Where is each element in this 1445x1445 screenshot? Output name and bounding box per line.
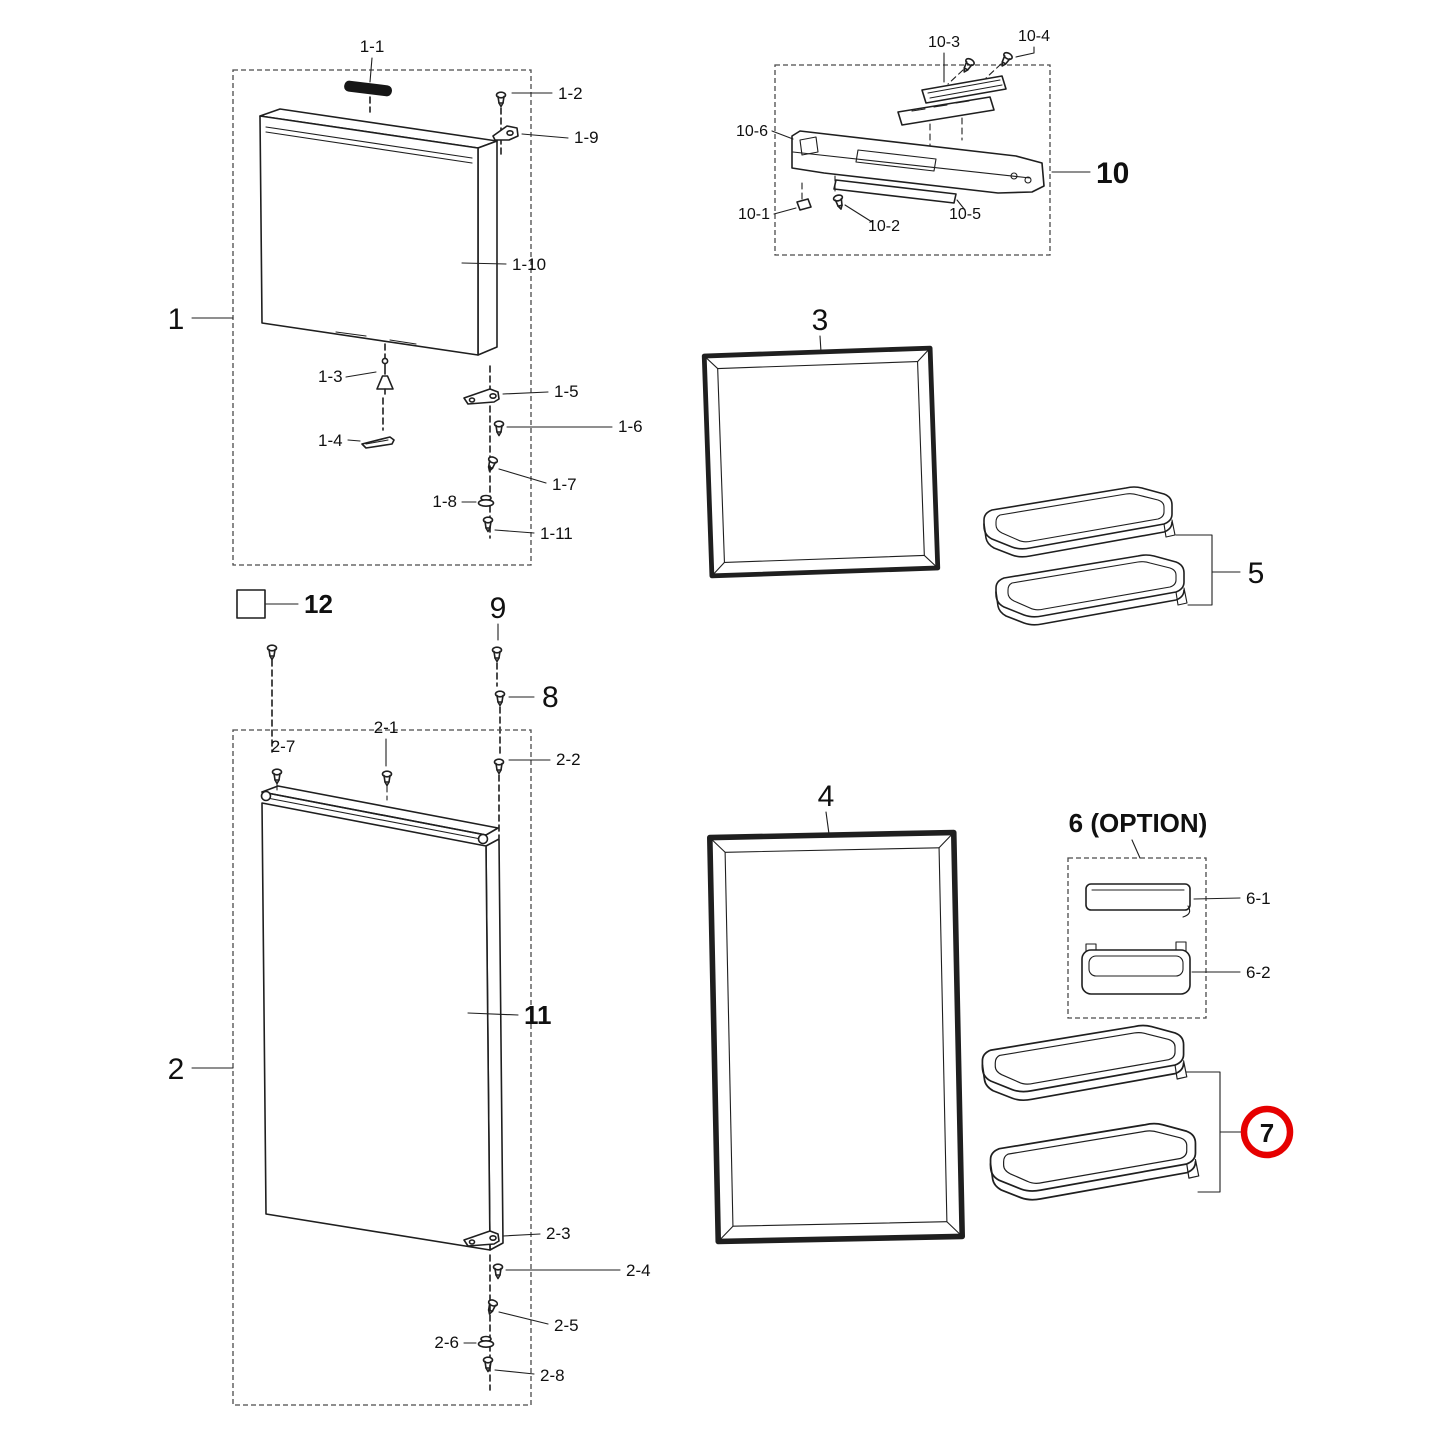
callout-10-3: 10-3: [928, 34, 960, 51]
callout-1-7: 1-7: [552, 475, 577, 494]
part-10-display-board: [897, 96, 995, 147]
door-bin: [995, 554, 1188, 626]
part-2-6-grommet: [477, 1335, 495, 1348]
callout-3: 3: [812, 304, 829, 337]
part-10-1-clip: [796, 198, 812, 211]
callout-1-6: 1-6: [618, 417, 643, 436]
callout-1-3: 1-3: [318, 367, 343, 386]
part-6-1-cover: [1085, 883, 1191, 918]
callout-1-8: 1-8: [432, 492, 457, 511]
callout-6-2: 6-2: [1246, 963, 1271, 982]
callout-2-4: 2-4: [626, 1261, 651, 1280]
callout-7: 7: [1260, 1118, 1274, 1148]
part-2-7-screw: [271, 768, 283, 785]
callout-2-2: 2-2: [556, 750, 581, 769]
part-8-group: 8: [494, 681, 559, 757]
callout-1-11: 1-11: [540, 524, 573, 543]
part-6-2-bin: [1081, 941, 1191, 995]
part-2-4-screw: [492, 1263, 504, 1280]
part-1-1-handle-cap: [344, 80, 392, 97]
part-1-2-screw: [495, 91, 507, 108]
callout-2: 2: [168, 1053, 185, 1086]
assembly-6-boundary: [1067, 857, 1207, 1019]
part-9-group: 9: [490, 592, 507, 687]
callout-2-5: 2-5: [554, 1316, 579, 1335]
part-12-cap: [236, 589, 266, 619]
callout-2-8: 2-8: [540, 1366, 565, 1385]
part-1-7-screw: [484, 455, 499, 474]
callout-2-6: 2-6: [434, 1333, 459, 1352]
callout-2-3: 2-3: [546, 1224, 571, 1243]
assembly-10-boundary: [774, 64, 1051, 256]
callout-2-1: 2-1: [374, 718, 399, 737]
callout-1-1: 1-1: [360, 37, 385, 56]
callout-6-1: 6-1: [1246, 889, 1271, 908]
callout-1-5: 1-5: [554, 382, 579, 401]
part-9-screw: [491, 646, 503, 663]
part-12-screw: [266, 644, 278, 661]
callout-2-7: 2-7: [271, 737, 296, 756]
door-bin: [989, 1122, 1200, 1201]
callout-9: 9: [490, 592, 507, 625]
callout-8: 8: [542, 681, 559, 714]
part-1-5-hinge: [463, 388, 500, 405]
door-bin: [983, 486, 1176, 558]
fridge-door-drawing: [260, 785, 504, 1251]
callout-1-9: 1-9: [574, 128, 599, 147]
part-10-screw-b: [997, 50, 1015, 70]
bins-5: 5: [983, 486, 1265, 626]
part-2-2-screw: [493, 758, 505, 775]
callout-10-2: 10-2: [868, 218, 900, 235]
assembly-6-option: 6 (OPTION) 6-1 6-2: [1067, 808, 1271, 1019]
bins-7: 7: [981, 1024, 1294, 1201]
part-1-8-grommet: [477, 494, 495, 508]
part-1-4-clip: [361, 436, 395, 449]
part-10-3-grille: [921, 75, 1007, 104]
callout-6: 6 (OPTION): [1069, 808, 1208, 838]
part-10-screw-a: [959, 56, 977, 76]
part-10-6-cover: [791, 130, 1045, 194]
door-bin: [981, 1024, 1188, 1102]
callout-11: 11: [524, 1000, 552, 1030]
callout-10-6: 10-6: [736, 123, 768, 140]
callout-1-10: 1-10: [512, 255, 546, 274]
part-10-2-screw: [832, 193, 847, 212]
callout-1-2: 1-2: [558, 84, 583, 103]
part-2-5-screw: [484, 1298, 499, 1317]
part-2-8-screw: [482, 1356, 494, 1373]
gasket-4: [706, 829, 966, 1245]
part-2-1-screw: [381, 770, 393, 787]
assembly-1-freezer-door: 1-1 1-2 1-9 1-10 1 1-3 1-4 1-5 1-6: [168, 37, 643, 566]
callout-1-4: 1-4: [318, 431, 343, 450]
callout-5: 5: [1248, 557, 1265, 590]
callout-10-4: 10-4: [1018, 28, 1050, 45]
part-1-9-bracket: [492, 125, 519, 141]
callout-10: 10: [1096, 157, 1129, 190]
callout-12: 12: [304, 589, 333, 619]
part-1-6-screw: [493, 420, 505, 437]
part-1-3-pin: [376, 357, 394, 395]
callout-1: 1: [168, 303, 185, 336]
callout-10-1: 10-1: [738, 206, 770, 223]
callout-10-5: 10-5: [949, 206, 981, 223]
highlight-circle: [1240, 1105, 1294, 1159]
gasket-3: [701, 345, 941, 579]
freezer-door-drawing: [259, 108, 498, 356]
part-8-screw: [494, 690, 506, 707]
part-12-group: 12: [236, 589, 333, 753]
callout-4: 4: [818, 780, 835, 813]
assembly-2-fridge-door: 2-7 2-1 2-2 11 2 2-3 2-4 2-5 2-6: [168, 718, 651, 1406]
assembly-10-dispenser: 10-3 10-4 10-6: [736, 28, 1129, 256]
part-1-11-screw: [482, 516, 494, 533]
